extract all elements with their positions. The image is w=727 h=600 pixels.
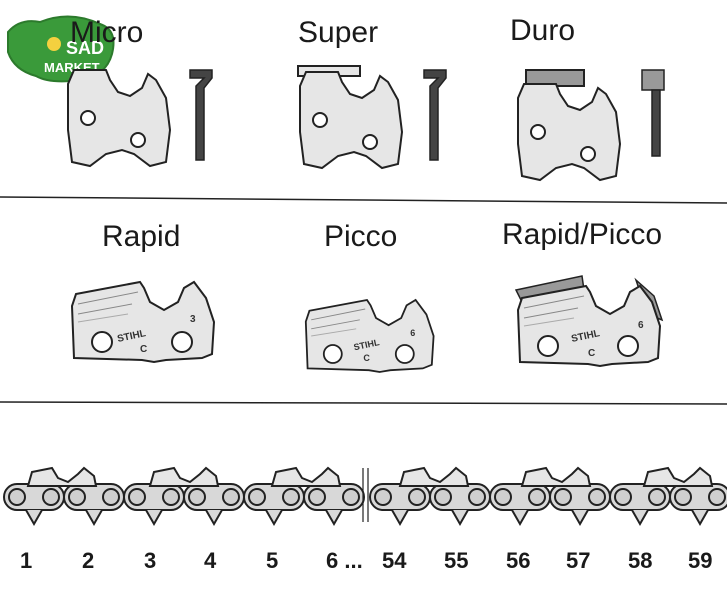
chain-link — [123, 483, 185, 525]
chain-number: 5 — [266, 548, 278, 573]
chain-link — [669, 483, 727, 525]
label-super: Super — [298, 16, 378, 49]
chain-number: 54 — [382, 548, 407, 573]
cutter-rapid: STIHL C 3 — [71, 281, 215, 363]
divider-2 — [0, 401, 727, 405]
chain-link — [243, 483, 305, 525]
chain-cutter — [149, 467, 219, 487]
profile-super — [423, 69, 447, 161]
label-rapid: Rapid — [102, 220, 180, 253]
chain-cutter — [521, 467, 591, 487]
chain-link — [429, 483, 491, 525]
saw-chain — [3, 467, 727, 525]
plate-grade-rapid: C — [140, 344, 147, 355]
cutter-super — [297, 65, 403, 169]
chain-number: 59 — [688, 548, 712, 573]
chain-number: 57 — [566, 548, 590, 573]
logo-line1: SAD — [66, 38, 104, 58]
cutter-rapid-picco: STIHL C 6 — [514, 275, 664, 367]
label-picco: Picco — [324, 220, 397, 253]
chain-number: 3 — [144, 548, 156, 573]
chain-link — [303, 483, 365, 525]
chain-cutter — [271, 467, 341, 487]
chain-number: 1 — [20, 548, 32, 573]
chain-link — [609, 483, 671, 525]
chain-link — [549, 483, 611, 525]
sad-market-logo: SAD MARKET — [7, 15, 115, 83]
chain-link — [489, 483, 551, 525]
cutter-duro — [517, 69, 621, 181]
plate-grade-rapid-picco: C — [588, 348, 595, 359]
profile-duro — [641, 69, 665, 157]
cutter-micro — [67, 69, 171, 167]
chain-number: 4 — [204, 548, 217, 573]
plate-grade-picco: C — [363, 353, 370, 363]
plate-size-rapid-picco: 6 — [638, 320, 644, 331]
chain-numbers: 1 2 3 4 5 6 ... 54 55 56 57 58 59 — [20, 548, 712, 573]
chain-number: 58 — [628, 548, 652, 573]
divider-1 — [0, 196, 727, 204]
label-rapid-picco: Rapid/Picco — [502, 218, 662, 251]
cutter-picco: STIHL C 6 — [304, 299, 435, 373]
chain-link — [3, 483, 65, 525]
label-duro: Duro — [510, 14, 575, 47]
plate-size-rapid: 3 — [190, 314, 196, 325]
chain-link — [369, 483, 431, 525]
chain-cutter — [399, 467, 469, 487]
chain-link — [63, 483, 125, 525]
chain-number: 55 — [444, 548, 468, 573]
label-micro: Micro — [70, 16, 143, 49]
chain-number: 56 — [506, 548, 530, 573]
chain-link — [183, 483, 245, 525]
chain-break-marker — [362, 468, 369, 522]
chain-number: 2 — [82, 548, 94, 573]
chain-cutter — [643, 467, 713, 487]
profile-micro — [189, 69, 213, 161]
chain-cutter — [27, 467, 97, 487]
chain-number: 6 ... — [326, 548, 363, 573]
plate-size-picco: 6 — [410, 328, 415, 338]
